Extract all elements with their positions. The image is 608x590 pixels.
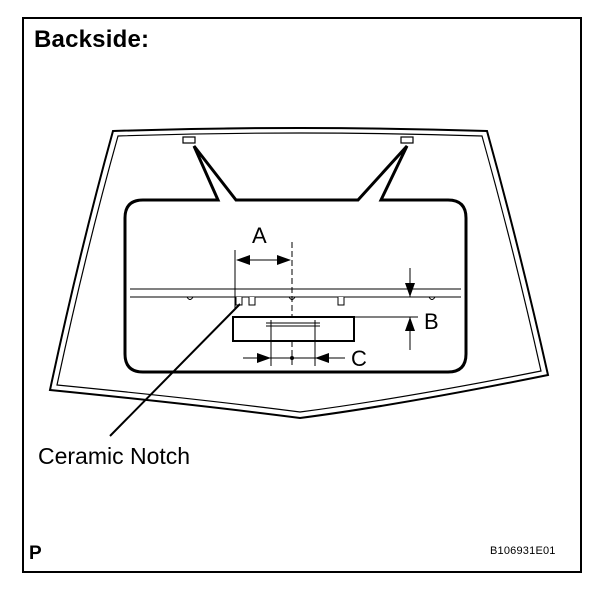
- diagram-title: Backside:: [34, 26, 150, 53]
- ceramic-notch-label: Ceramic Notch: [38, 443, 191, 469]
- dim-c-arrow-left: [315, 353, 329, 363]
- dim-b-arrow-down: [405, 283, 415, 297]
- notch-5: [337, 297, 345, 306]
- detail-callout-box: [123, 144, 468, 374]
- dim-b-arrow-up: [405, 317, 415, 331]
- notch-6: [428, 296, 436, 300]
- component-rectangle: [232, 316, 355, 342]
- label-a: A: [252, 223, 267, 248]
- dim-a-arrow-left: [236, 255, 250, 265]
- label-b: B: [424, 309, 439, 334]
- windshield-outline: [48, 127, 550, 420]
- ceramic-notch-leader: [109, 303, 241, 437]
- dim-c-center-dot: [290, 356, 294, 360]
- clip-right: [400, 136, 414, 144]
- notch-3: [248, 297, 256, 306]
- dim-a-arrow-right: [277, 255, 291, 265]
- label-c: C: [351, 346, 367, 371]
- clip-left: [182, 136, 196, 144]
- dim-c-arrow-right: [257, 353, 271, 363]
- corner-mark: P: [29, 543, 42, 564]
- notch-1: [186, 296, 194, 300]
- diagram-frame: [22, 17, 582, 573]
- windshield-inner-outline: [56, 132, 542, 413]
- figure-code: B106931E01: [490, 545, 556, 557]
